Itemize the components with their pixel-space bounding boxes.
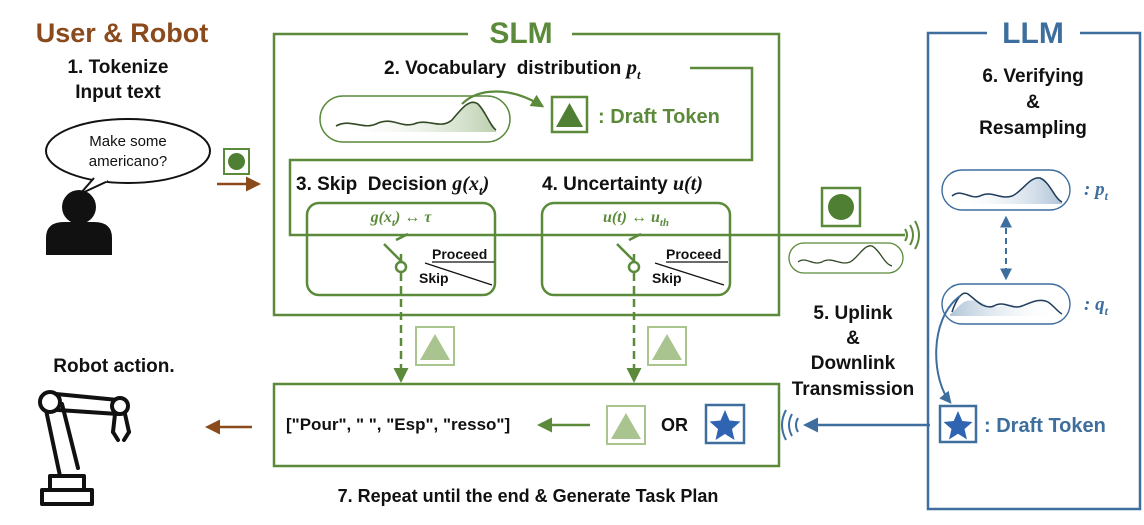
step7-label: 7. Repeat until the end & Generate Task … [338,486,719,506]
q-t-label: : qt [1084,294,1109,318]
slm-draft-token-label: : Draft Token [598,106,720,128]
distribution-curve-icon [788,242,904,274]
step6-line2: & [1026,92,1040,113]
skip-label-1: Skip [419,270,449,286]
transmission-line4: Transmission [792,379,915,400]
draft-token-triangle-icon [550,95,589,134]
step1-line1: 1. Tokenize [67,57,168,78]
step1-line2: Input text [75,82,161,103]
star-token-icon [704,403,746,445]
llm-title: LLM [1002,17,1064,50]
step2-label: 2. Vocabulary distribution pt [384,55,641,82]
switch-icon [616,232,642,274]
skip-label-2: Skip [652,270,682,286]
transmission-line3: Downlink [811,353,896,374]
vocab-to-draft-arrow [461,90,545,108]
antenna-wave-icon [904,220,920,250]
llm-box [926,31,1142,511]
step3-label: 3. Skip Decision g(xt) [296,173,489,198]
llm-draft-token-label: : Draft Token [984,415,1106,437]
token-sequence: ["Pour", " ", "Esp", "resso"] [286,415,510,434]
star-token-icon [938,404,978,444]
resample-arrow [935,295,961,404]
slm-flow-line [288,66,905,237]
transmission-line2: & [846,328,860,349]
step6-line1: 6. Verifying [982,66,1083,87]
speech-line1: Make some [89,133,167,150]
proceed-label-2: Proceed [666,246,721,262]
g-condition: g(xt) ↔ τ [370,209,433,229]
draft-token-triangle-icon [606,405,646,445]
speech-line2: americano? [89,153,167,170]
slm-title: SLM [489,17,552,50]
distribution-curve-icon [319,95,511,143]
transmission-line1: 5. Uplink [813,303,893,324]
robot-action-label: Robot action. [53,356,174,377]
slm-box [272,32,781,317]
skip-decision-box [305,201,497,297]
skip-divider [654,262,725,286]
draft-token-circle-icon [223,148,250,175]
or-label: OR [661,415,688,435]
output-box [272,382,781,468]
p-t-label: : pt [1084,179,1109,203]
uncertainty-box [540,201,732,297]
distribution-curve-icon [941,169,1071,211]
switch-icon [383,232,409,274]
distribution-curve-icon [941,283,1071,325]
step6-line3: Resampling [979,118,1087,139]
u-condition: u(t) ↔ uth [603,209,669,229]
draft-token-triangle-icon [415,326,455,366]
draft-token-triangle-icon [647,326,687,366]
step4-label: 4. Uncertainty u(t) [542,173,703,195]
user-icon [46,190,112,255]
proceed-label-1: Proceed [432,246,487,262]
skip-divider [424,262,493,286]
draft-token-circle-icon [820,186,862,228]
speech-bubble [45,118,211,195]
user-robot-title: User & Robot [36,18,209,48]
antenna-wave-icon [781,409,799,441]
robot-arm-icon [38,390,131,506]
